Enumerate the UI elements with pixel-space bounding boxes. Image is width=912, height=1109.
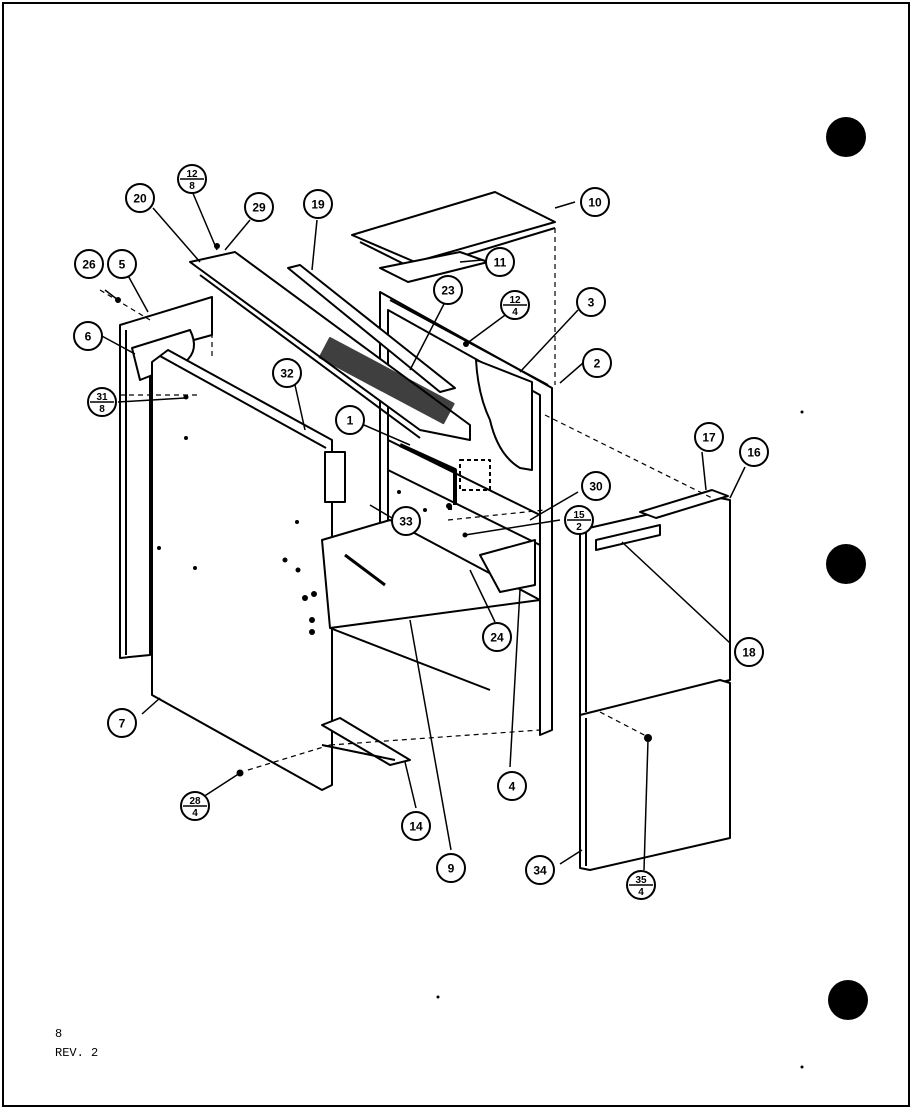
callout-26: 26 xyxy=(74,249,104,279)
leader-lines xyxy=(99,190,746,871)
callout-19: 19 xyxy=(303,189,333,219)
callout-18: 18 xyxy=(734,637,764,667)
callout-34: 34 xyxy=(525,855,555,885)
svg-text:4: 4 xyxy=(192,808,198,819)
callout-32: 32 xyxy=(272,358,302,388)
callout-16: 16 xyxy=(739,437,769,467)
fraction-callout-31-8: 31 8 xyxy=(87,387,117,417)
svg-text:20: 20 xyxy=(133,192,147,206)
svg-text:24: 24 xyxy=(490,631,504,645)
top-cover-drawing xyxy=(351,191,556,283)
callout-9: 9 xyxy=(436,853,466,883)
fraction-callout-12-8: 12 8 xyxy=(177,164,207,194)
callout-30: 30 xyxy=(581,471,611,501)
callout-1: 1 xyxy=(335,405,365,435)
svg-text:10: 10 xyxy=(588,196,602,210)
svg-text:31: 31 xyxy=(96,392,108,403)
svg-text:32: 32 xyxy=(280,367,294,381)
svg-text:33: 33 xyxy=(399,515,413,529)
callout-10: 10 xyxy=(580,187,610,217)
callout-4: 4 xyxy=(497,771,527,801)
svg-text:26: 26 xyxy=(82,258,96,272)
svg-text:28: 28 xyxy=(189,796,201,807)
svg-text:12: 12 xyxy=(186,169,198,180)
svg-text:7: 7 xyxy=(119,717,126,731)
tube-bracket-drawing xyxy=(459,459,491,491)
svg-text:35: 35 xyxy=(635,875,647,886)
fraction-callout-35-4: 35 4 xyxy=(626,870,656,900)
svg-text:15: 15 xyxy=(573,510,585,521)
callout-33: 33 xyxy=(391,506,421,536)
svg-text:30: 30 xyxy=(589,480,603,494)
right-side-panel-upper-drawing xyxy=(579,489,731,716)
fraction-callout-15-2: 15 2 xyxy=(564,505,594,535)
bracket-drawing xyxy=(479,539,536,593)
alignment-lines xyxy=(99,228,713,771)
svg-text:6: 6 xyxy=(85,330,92,344)
svg-text:19: 19 xyxy=(311,198,325,212)
svg-text:11: 11 xyxy=(494,256,507,270)
fraction-callout-28-4: 28 4 xyxy=(180,791,210,821)
callout-11: 11 xyxy=(485,247,515,277)
svg-text:1: 1 xyxy=(347,414,354,428)
right-side-panel-lower-drawing xyxy=(579,679,731,871)
svg-text:16: 16 xyxy=(747,446,761,460)
tube-drawing xyxy=(399,443,457,510)
svg-text:29: 29 xyxy=(252,201,266,215)
svg-text:12: 12 xyxy=(509,295,521,306)
revision-label: REV. 2 xyxy=(55,1046,99,1060)
svg-text:4: 4 xyxy=(638,887,644,898)
svg-text:17: 17 xyxy=(702,431,716,445)
page-number: 8 xyxy=(55,1027,63,1041)
callout-7: 7 xyxy=(107,708,137,738)
svg-text:9: 9 xyxy=(448,862,455,876)
svg-text:5: 5 xyxy=(119,258,126,272)
svg-text:8: 8 xyxy=(99,404,105,415)
callout-3: 3 xyxy=(576,287,606,317)
callout-6: 6 xyxy=(73,321,103,351)
fraction-callout-12-4: 12 4 xyxy=(500,290,530,320)
front-panel-drawing xyxy=(151,349,346,791)
binder-hole-top xyxy=(826,117,866,157)
svg-text:4: 4 xyxy=(509,780,516,794)
hardware-dots xyxy=(115,243,804,1069)
svg-text:8: 8 xyxy=(189,181,195,192)
svg-text:18: 18 xyxy=(742,646,756,660)
callout-2: 2 xyxy=(582,348,612,378)
svg-text:14: 14 xyxy=(409,820,423,834)
top-coil-assembly-drawing xyxy=(189,251,471,441)
binder-hole-bottom xyxy=(828,980,868,1020)
callout-23: 23 xyxy=(433,275,463,305)
svg-text:34: 34 xyxy=(533,864,547,878)
callout-17: 17 xyxy=(694,422,724,452)
callout-24: 24 xyxy=(482,622,512,652)
svg-text:3: 3 xyxy=(588,296,595,310)
callout-29: 29 xyxy=(244,192,274,222)
callout-5: 5 xyxy=(107,249,137,279)
svg-text:23: 23 xyxy=(441,284,455,298)
svg-text:2: 2 xyxy=(576,522,582,533)
callout-14: 14 xyxy=(401,811,431,841)
svg-text:2: 2 xyxy=(594,357,601,371)
svg-text:4: 4 xyxy=(512,307,518,318)
binder-hole-middle xyxy=(826,544,866,584)
callout-20: 20 xyxy=(125,183,155,213)
